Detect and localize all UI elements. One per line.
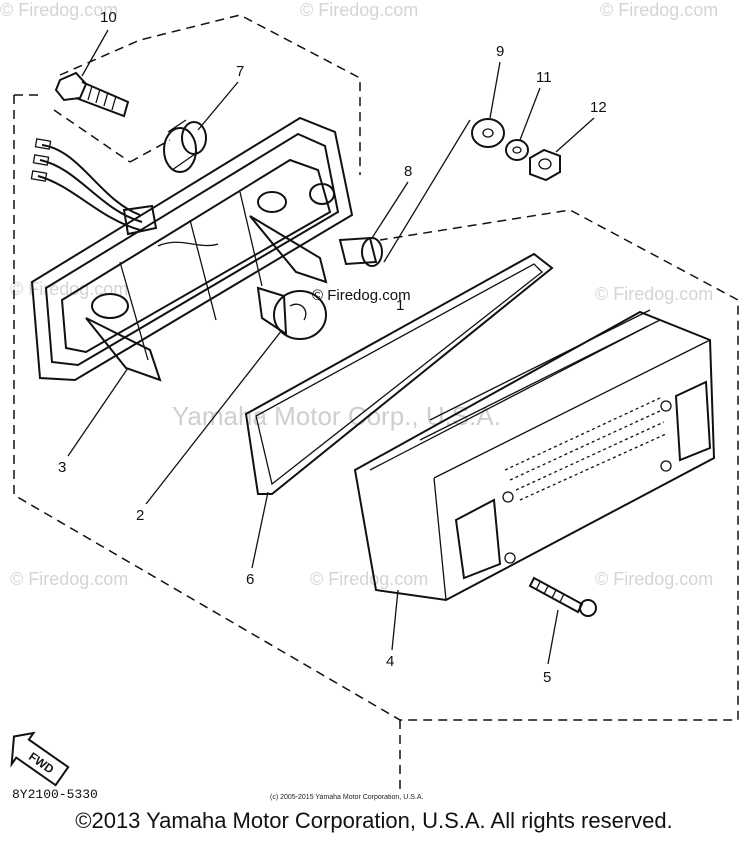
part-12-nut bbox=[529, 148, 561, 182]
center-watermark-text: © Firedog.com bbox=[312, 287, 411, 304]
callout-3: 3 bbox=[58, 459, 66, 476]
part-10-bolt bbox=[54, 71, 130, 118]
callout-2: 2 bbox=[136, 507, 144, 524]
callout-5: 5 bbox=[543, 669, 551, 686]
part-3-lamp-housing bbox=[30, 116, 354, 382]
small-copyright: (c) 2005-2015 Yamaha Motor Corporation, … bbox=[270, 794, 423, 801]
callout-10: 10 bbox=[100, 9, 117, 26]
callout-4: 4 bbox=[386, 653, 394, 670]
part-2-bulb bbox=[256, 286, 327, 340]
callout-9: 9 bbox=[496, 43, 504, 60]
callout-8: 8 bbox=[404, 163, 412, 180]
diagram-part-code: 8Y2100-5330 bbox=[12, 787, 98, 802]
callout-labels: 10 7 9 11 12 8 1 3 2 6 4 5 bbox=[58, 9, 607, 686]
wire-harness bbox=[30, 138, 158, 236]
part-11-lock-washer bbox=[505, 139, 529, 161]
part-8-spacer bbox=[338, 236, 383, 267]
watermark-text: © Firedog.com bbox=[0, 0, 118, 20]
part-9-washer bbox=[471, 118, 505, 148]
part-7-grommet bbox=[163, 119, 207, 173]
callout-12: 12 bbox=[590, 99, 607, 116]
callout-6: 6 bbox=[246, 571, 254, 588]
callout-1: 1 bbox=[396, 297, 404, 314]
callout-7: 7 bbox=[236, 63, 244, 80]
watermark-text: © Firedog.com bbox=[600, 0, 718, 20]
part-6-gasket bbox=[244, 252, 554, 495]
watermark-text: © Firedog.com bbox=[310, 569, 428, 589]
leader-lines bbox=[67, 29, 595, 665]
footer-copyright: ©2013 Yamaha Motor Corporation, U.S.A. A… bbox=[75, 808, 673, 833]
callout-11: 11 bbox=[536, 69, 552, 86]
part-5-screw bbox=[528, 576, 597, 617]
assembly-dashed-boundary bbox=[13, 14, 739, 790]
watermark-text: © Firedog.com bbox=[595, 569, 713, 589]
fwd-label: FWD bbox=[26, 749, 57, 776]
part-4-lens bbox=[353, 309, 716, 602]
watermark-corp-text: Yamaha Motor Corp., U.S.A. bbox=[172, 401, 501, 431]
fwd-arrow-icon: FWD bbox=[10, 731, 70, 787]
watermark-layer: © Firedog.com © Firedog.com © Firedog.co… bbox=[0, 0, 718, 589]
watermark-text: © Firedog.com bbox=[300, 0, 418, 20]
watermark-text: © Firedog.com bbox=[10, 569, 128, 589]
watermark-text: © Firedog.com bbox=[595, 284, 713, 304]
watermark-text: © Firedog.com bbox=[10, 279, 128, 299]
